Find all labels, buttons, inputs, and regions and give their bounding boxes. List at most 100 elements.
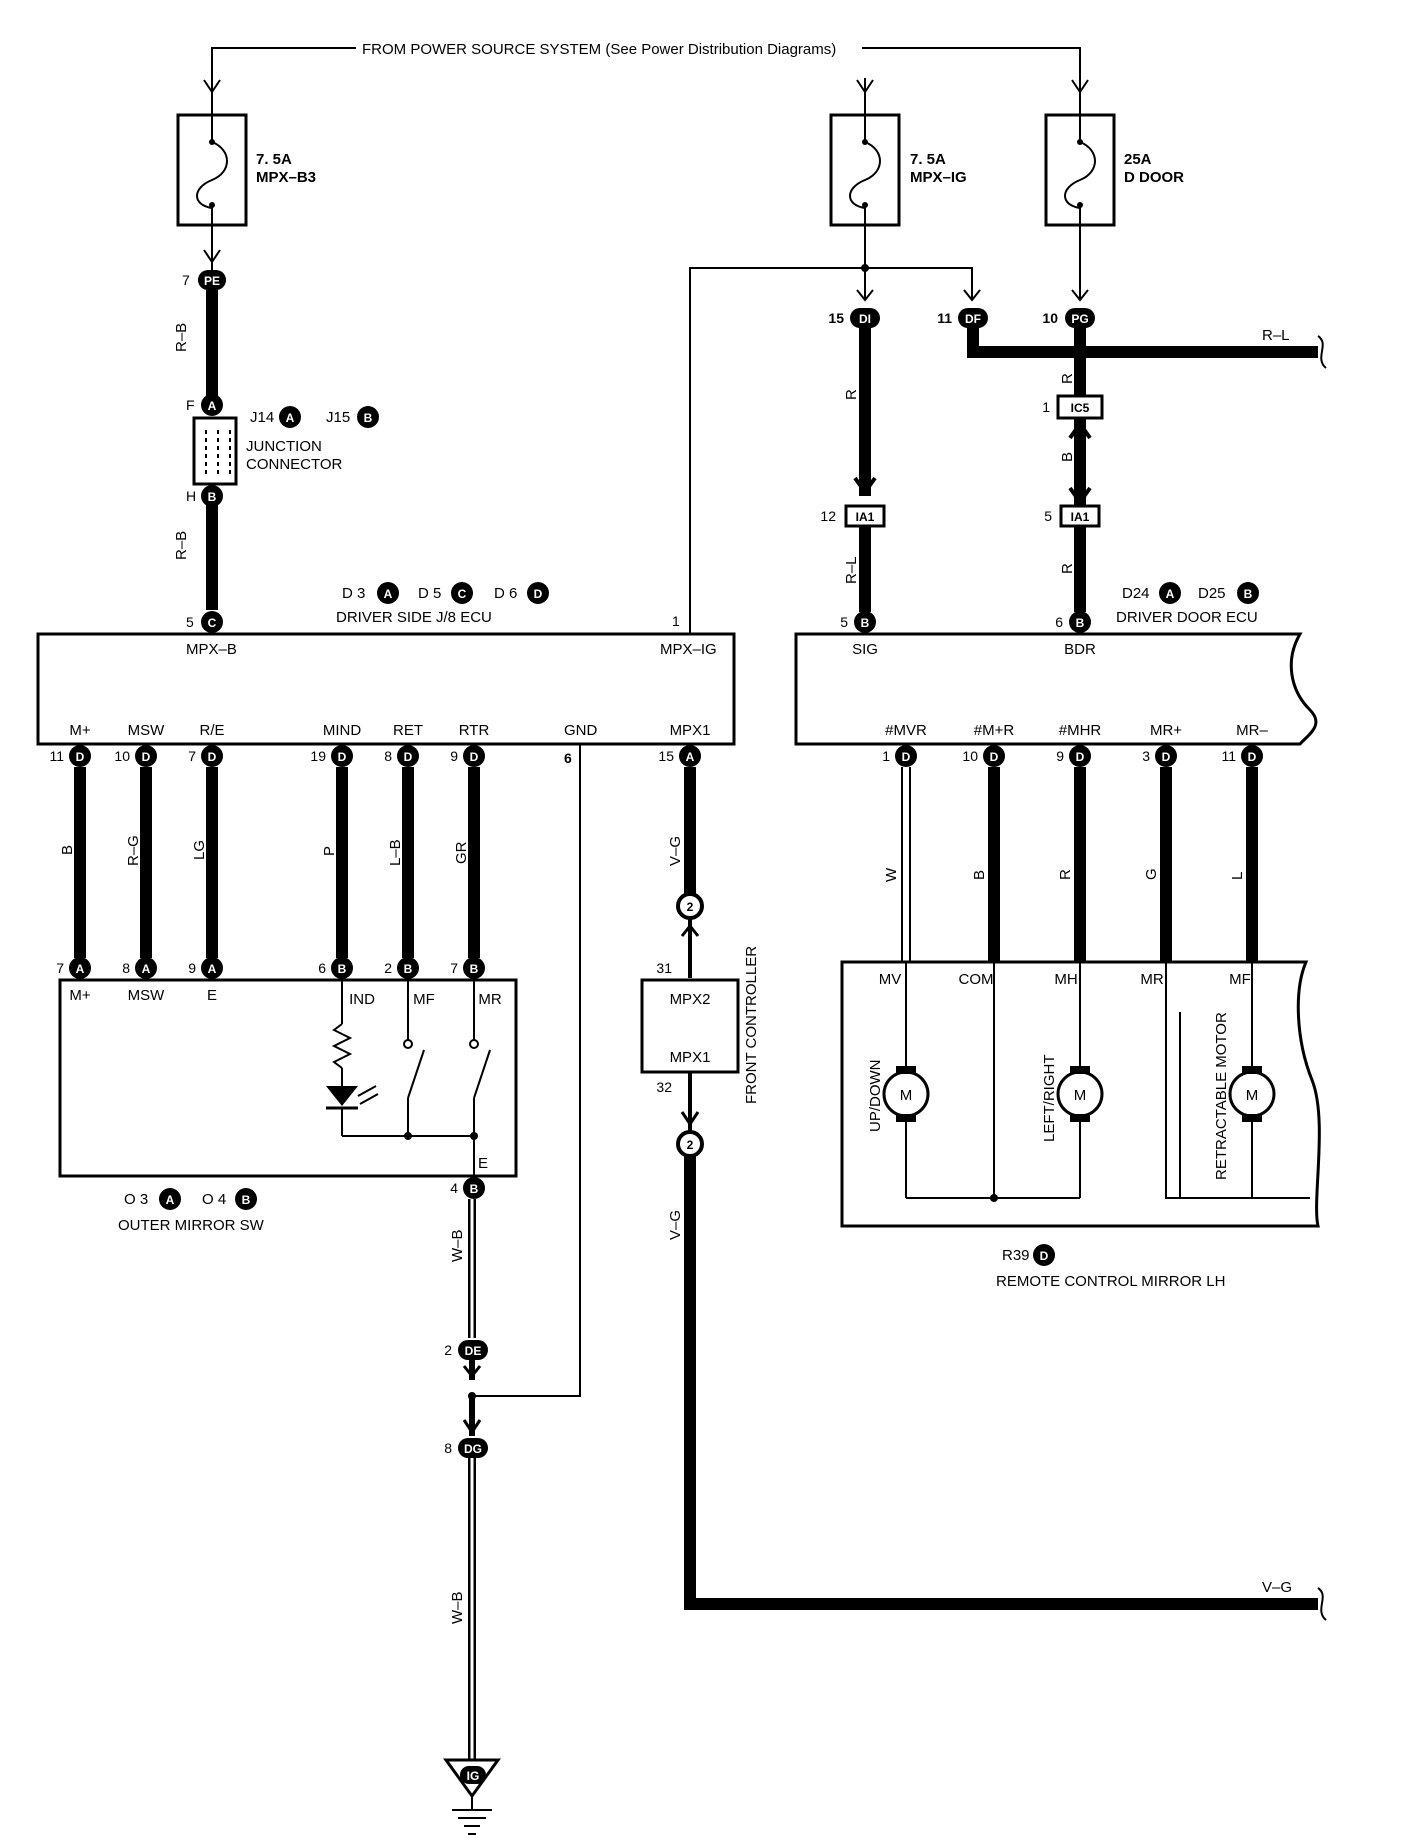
terminal-label: RTR — [459, 722, 490, 739]
terminal-label: RET — [393, 722, 423, 739]
connector-code: A — [384, 587, 393, 601]
connector-code: D — [142, 750, 151, 764]
motor-label: LEFT/RIGHT — [1041, 1054, 1058, 1142]
terminal-label: GND — [564, 722, 598, 739]
connector-code: PG — [1071, 312, 1088, 326]
pin-number: 8 — [384, 748, 392, 764]
door-ecu-pin-mhr: #MHR D 9 R — [1056, 722, 1101, 962]
connector-code: PE — [204, 274, 220, 288]
connector-code: D — [1248, 750, 1257, 764]
pin-number: 19 — [310, 748, 326, 764]
wire-color: R–L — [843, 556, 860, 584]
terminal-label: E — [207, 987, 217, 1004]
jc-name: JUNCTION — [246, 438, 322, 455]
motor-symbol: M — [900, 1087, 913, 1104]
jc-ref: J15 — [326, 409, 350, 426]
motor-label: UP/DOWN — [867, 1060, 884, 1133]
door-ecu-pin-mr-plus: MR+ D 3 G — [1142, 722, 1182, 962]
ecu-pin-mind: MIND D 19 P — [310, 722, 361, 958]
pin-number: 15 — [658, 748, 674, 764]
motor-up-down: M UP/DOWN — [867, 1060, 930, 1133]
fuse-mpx-b3: 7. 5A MPX–B3 — [176, 113, 316, 227]
wire-color: L–B — [387, 839, 404, 866]
connector-code: A — [686, 750, 695, 764]
ecu-name: DRIVER DOOR ECU — [1116, 609, 1258, 626]
pin-number: 5 — [1044, 508, 1052, 524]
connector-code: B — [1076, 616, 1085, 630]
motor-retractable: M RETRACTABLE MOTOR — [1213, 1012, 1276, 1180]
pin-number: 3 — [1142, 748, 1150, 764]
ecu-ref: D 5 — [418, 585, 441, 602]
wire-color: R–G — [125, 835, 142, 866]
connector-code: B — [338, 962, 347, 976]
wire-color: R — [1059, 373, 1076, 384]
ecu-ref: D 6 — [494, 585, 517, 602]
pin-number: 11 — [937, 310, 952, 326]
fuse-name: MPX–IG — [910, 169, 967, 186]
ecu-pin-msw: MSW D 10 R–G — [114, 722, 165, 958]
pin-number: 7 — [182, 272, 190, 288]
connector-code: DF — [965, 312, 981, 326]
terminal-label: M+ — [69, 722, 90, 739]
terminal-label: MSW — [128, 722, 166, 739]
terminal-label: MR — [478, 991, 501, 1008]
pin-number: 5 — [186, 614, 194, 630]
ecu-pin-rtr: RTR D 9 GR — [450, 722, 489, 958]
motor-symbol: M — [1074, 1087, 1087, 1104]
connector-code: D — [338, 750, 347, 764]
pin-number: 4 — [450, 1180, 458, 1196]
terminal-label: MR+ — [1150, 722, 1182, 739]
remote-control-mirror: MV COM MH MR MF M UP/DOWN M LEFT/RIGHT — [840, 960, 1321, 1290]
pin-number: 1 — [672, 613, 680, 629]
terminal-label: #MHR — [1059, 722, 1102, 739]
wire-color: B — [1059, 452, 1076, 462]
outer-mirror-switch: A 7 M+ A 8 MSW A 9 E B 6 IND B 2 MF B 7 … — [56, 957, 518, 1234]
terminal-label: #MVR — [885, 722, 927, 739]
terminal-label: MR– — [1236, 722, 1268, 739]
fuse-name: D DOOR — [1124, 169, 1184, 186]
switch-name: OUTER MIRROR SW — [118, 1217, 265, 1234]
connector-code: DE — [465, 1344, 482, 1358]
connector-code: DI — [859, 312, 871, 326]
terminal-label: #M+R — [974, 722, 1015, 739]
terminal-label: MH — [1054, 971, 1077, 988]
ground-code: IG — [467, 1769, 480, 1783]
connector-code: IA1 — [856, 510, 875, 524]
terminal-label: R/E — [199, 722, 224, 739]
wire-color: R — [843, 389, 860, 400]
terminal-label: E — [478, 1155, 488, 1172]
switch-ref: O 4 — [202, 1191, 226, 1208]
wire-color: R — [1057, 869, 1074, 880]
jc-ref: J14 — [250, 409, 274, 426]
connector-code: D — [1040, 1249, 1049, 1263]
fuse-mpx-ig: 7. 5A MPX–IG — [829, 113, 967, 227]
fuse-amp: 7. 5A — [910, 151, 946, 168]
connector-code: D — [208, 750, 217, 764]
front-controller: 2 31 MPX2 MPX1 FRONT CONTROLLER 32 2 V–G… — [640, 892, 1327, 1621]
pin-number: 7 — [450, 960, 458, 976]
fuse-amp: 7. 5A — [256, 151, 292, 168]
connector-code: B — [470, 1182, 479, 1196]
pin-number: 7 — [56, 960, 64, 976]
wire-color: B — [59, 845, 76, 855]
connector-code: B — [404, 962, 413, 976]
wire-color: B — [971, 870, 988, 880]
ecu-pin-m-plus: M+ D 11 B — [49, 722, 91, 958]
door-ecu-pin-m-plus-r: #M+R D 10 B — [962, 722, 1014, 962]
wire-color: R–B — [173, 323, 190, 352]
terminal-label: MIND — [323, 722, 361, 739]
wire-color: GR — [453, 841, 470, 864]
pin-number: 2 — [444, 1342, 452, 1358]
wire-color: W — [883, 867, 900, 882]
wire-color: LG — [191, 840, 208, 860]
connector-code: A — [166, 1193, 175, 1207]
door-ecu-pin-mr-minus: MR– D 11 L — [1221, 722, 1268, 962]
connector-code: IA1 — [1071, 510, 1090, 524]
terminal-label: BDR — [1064, 641, 1096, 658]
wire-color: W–B — [449, 1591, 466, 1624]
wire-color: V–G — [667, 1210, 684, 1240]
motor-label: RETRACTABLE MOTOR — [1213, 1012, 1230, 1180]
terminal-label: MF — [413, 991, 435, 1008]
switch-pins: A 7 M+ A 8 MSW A 9 E B 6 IND B 2 MF B 7 … — [56, 957, 502, 1008]
power-source-label: FROM POWER SOURCE SYSTEM (See Power Dist… — [362, 41, 836, 58]
